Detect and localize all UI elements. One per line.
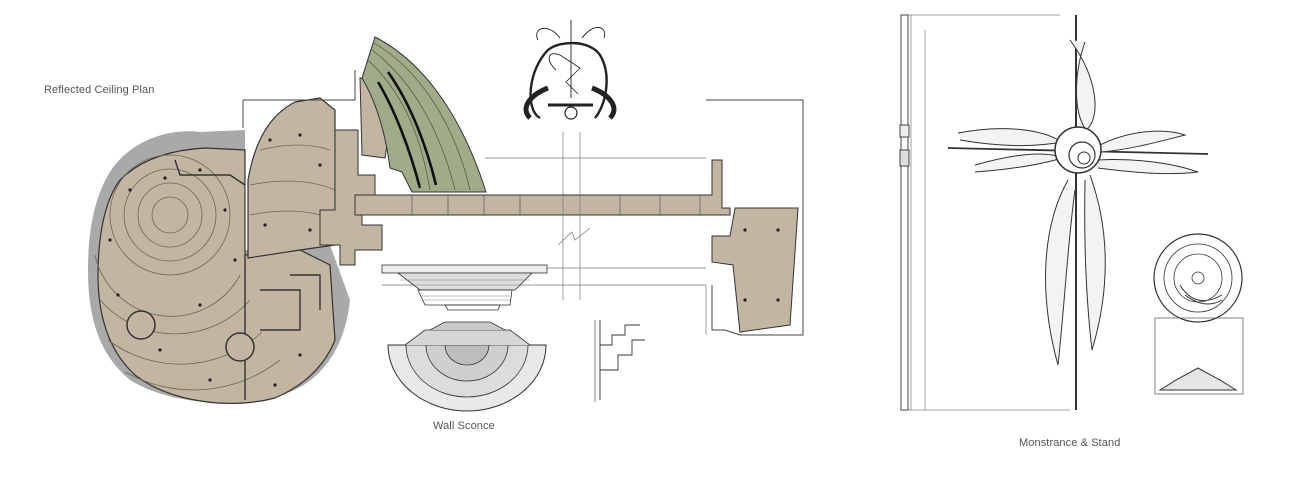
light-fixtures bbox=[108, 133, 780, 387]
plan-outline bbox=[242, 70, 356, 128]
plan-connector bbox=[319, 129, 383, 266]
rotunda-column-left bbox=[126, 310, 156, 340]
floral-emblem-drawing bbox=[523, 20, 617, 120]
chapel-sector bbox=[361, 36, 487, 193]
right-room bbox=[711, 207, 799, 333]
wall-sconce-label: Wall Sconce bbox=[433, 420, 495, 432]
right-room-outline bbox=[706, 99, 804, 336]
monstrance-drawing bbox=[947, 15, 1209, 410]
ceiling-plan-drawing bbox=[88, 36, 804, 405]
rotunda-walls bbox=[174, 159, 321, 400]
stand-drawing bbox=[1153, 233, 1244, 395]
rotunda-rings bbox=[94, 154, 281, 391]
rotunda-column-right bbox=[225, 332, 255, 362]
reflected-ceiling-plan-label: Reflected Ceiling Plan bbox=[44, 84, 155, 96]
corridor bbox=[354, 159, 731, 216]
ceiling-rotunda bbox=[97, 147, 336, 405]
monstrance-stand-label: Monstrance & Stand bbox=[1019, 437, 1121, 449]
sconce-elevation-drawing bbox=[381, 264, 645, 412]
monstrance-side-elevation bbox=[899, 14, 1070, 411]
